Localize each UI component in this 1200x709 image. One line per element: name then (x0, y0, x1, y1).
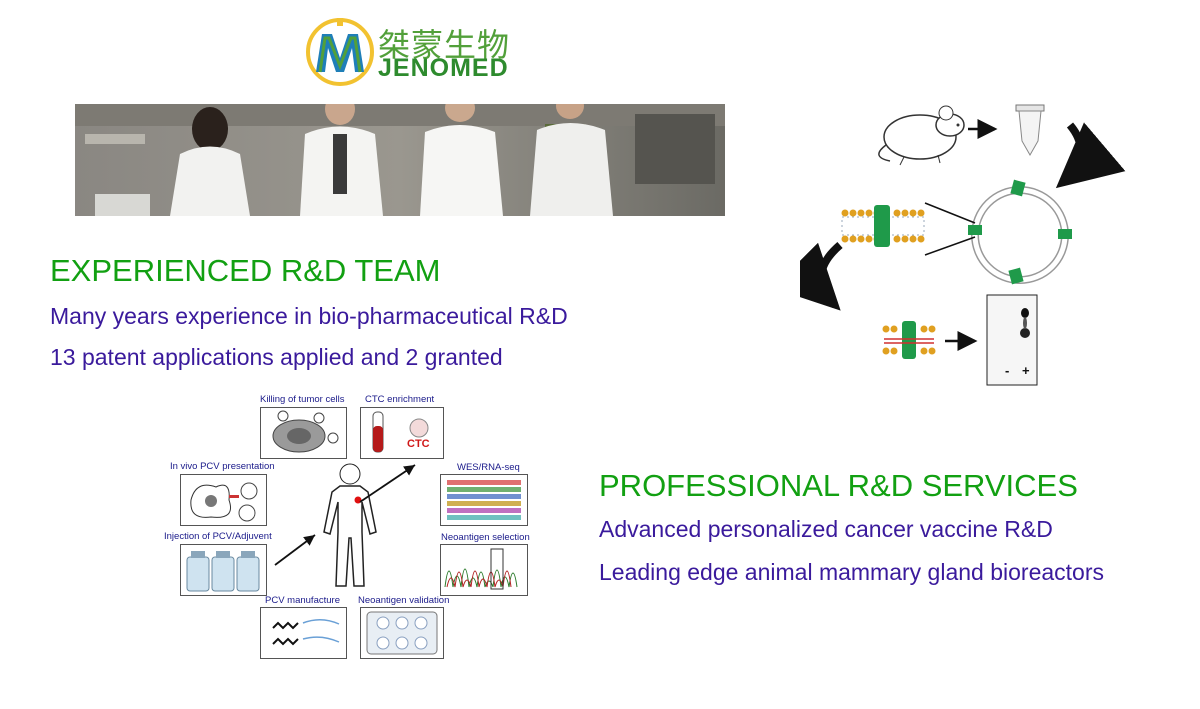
human-body-icon (323, 463, 377, 587)
step-manufacture-label: PCV manufacture (265, 595, 340, 606)
peptide-chain-icon (272, 619, 340, 646)
company-logo (300, 14, 530, 86)
vials-icon (186, 551, 260, 592)
bioreactor-diagram-icon (772, 104, 1126, 386)
sequencing-grid-icon (447, 480, 521, 520)
team-lab-photo (75, 104, 725, 216)
well-plate-icon (366, 611, 438, 655)
antigen-presentation-icon (190, 482, 258, 522)
membrane-protein-icon (882, 321, 936, 359)
services-section-line-2: Leading edge animal mammary gland biorea… (599, 559, 1105, 585)
step-ctc-box: CTC (360, 407, 444, 459)
step-killing-box (260, 407, 347, 459)
services-section-title: PROFESSIONAL R&D SERVICES (599, 468, 1078, 503)
chromatogram-icon (444, 548, 518, 590)
step-injection-box (180, 544, 267, 596)
tube-icon (1015, 104, 1045, 157)
logo-english-name: JENOMED (378, 54, 509, 82)
step-injection-label: Injection of PCV/Adjuvent (164, 531, 272, 542)
step-invivo-box (180, 474, 267, 526)
team-lab-photo-icon (75, 104, 725, 216)
services-section-line-1: Advanced personalized cancer vaccine R&D (599, 516, 1053, 542)
team-section-line-1: Many years experience in bio-pharmaceuti… (50, 303, 568, 329)
step-validation-label: Neoantigen validation (358, 595, 450, 606)
tumor-cell-icon (272, 410, 339, 453)
step-ctc-label: CTC enrichment (365, 394, 435, 405)
ctc-tag: CTC (407, 438, 430, 450)
step-selection-label: Neoantigen selection (441, 532, 530, 543)
team-section-line-2: 13 patent applications applied and 2 gra… (50, 344, 503, 370)
step-wes-box (440, 474, 528, 526)
blood-tube-icon (372, 411, 429, 453)
step-killing-label: Killing of tumor cells (260, 394, 345, 405)
team-section-title: EXPERIENCED R&D TEAM (50, 253, 441, 288)
workflow-arrows (274, 464, 416, 566)
mouse-icon (878, 105, 965, 166)
step-invivo-label: In vivo PCV presentation (170, 461, 275, 472)
membrane-icon (841, 205, 925, 247)
cancer-vaccine-workflow-diagram: Killing of tumor cells CTC enrichment CT… (160, 390, 540, 662)
gel-lane-plus-label: + (1022, 363, 1030, 378)
mammary-gland-bioreactor-diagram: - + (772, 95, 1200, 395)
step-wes-label: WES/RNA-seq (457, 462, 520, 473)
logo-chinese-name: 桀蒙生物 (378, 26, 511, 64)
jenomed-logo-icon (306, 18, 374, 86)
step-validation-box (360, 607, 444, 659)
gel-lane-minus-label: - (1005, 363, 1010, 378)
step-selection-box (440, 544, 528, 596)
step-manufacture-box (260, 607, 347, 659)
